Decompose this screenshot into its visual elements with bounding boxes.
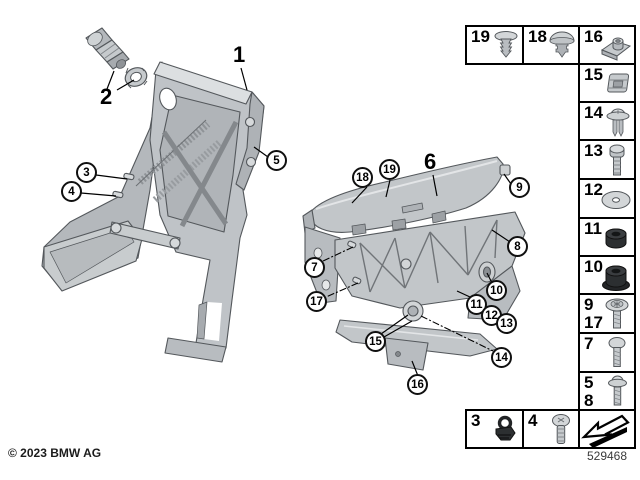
callout-18[interactable]: 18 [352,167,373,188]
pan-head-screw-icon [608,337,626,367]
part-number: 9 [584,295,594,314]
part-number: 11 [584,219,602,238]
callout-17[interactable]: 17 [306,291,327,312]
callout-number: 7 [311,261,318,274]
part-number: 12 [584,180,603,199]
callout-number: 11 [470,298,483,311]
part-number: 4 [528,411,538,430]
part-number: 18 [528,27,547,46]
right-bracket-illustration [302,156,526,371]
part-number: 13 [584,141,603,160]
flanged-grommet-icon [602,265,630,291]
legend-cell-18[interactable]: 18 [522,25,580,65]
left-bracket-illustration [41,61,265,363]
part-number: 3 [471,411,481,430]
callout-number: 9 [516,181,523,194]
part-number: 10 [584,257,603,276]
legend-cell-19[interactable]: 19 [465,25,524,65]
legend-cell-5-8[interactable]: 5 8 [578,371,636,411]
legend-cell-12[interactable]: 12 [578,178,636,219]
nut-ring-illustration [124,67,148,89]
callout-number: 5 [273,154,280,167]
callout-number: 12 [485,309,498,322]
washer-icon [601,191,631,209]
dome-rivet-icon [549,31,575,58]
callout-9[interactable]: 9 [509,177,530,198]
legend-cell-10[interactable]: 10 [578,255,636,295]
legend-cell-continuation[interactable] [578,409,636,449]
legend-cell-3[interactable]: 3 [465,409,524,449]
callout-number: 13 [500,317,513,330]
callout-14[interactable]: 14 [491,347,512,368]
document-number: 529468 [586,449,628,463]
legend-cell-16[interactable]: 16 [578,25,636,65]
callout-number: 15 [369,335,382,348]
part-number: 16 [584,27,603,46]
callout-number: 18 [356,171,369,184]
callout-15[interactable]: 15 [365,331,386,352]
legend-cell-4[interactable]: 4 [522,409,580,449]
part-number: 5 [584,373,594,392]
expansion-rivet-icon [606,108,630,137]
round-head-screw-icon [552,414,570,444]
cable-clip-icon [495,415,516,441]
callout-7[interactable]: 7 [304,257,325,278]
sensor-plug-illustration [85,27,130,70]
callout-number: 10 [490,284,503,297]
legend-cell-7[interactable]: 7 [578,332,636,373]
part-number: 17 [584,313,603,332]
continuation-arrow-icon [581,414,630,447]
hex-flange-bolt-icon [609,144,625,176]
callout-number: 3 [83,166,90,179]
legend-cell-13[interactable]: 13 [578,139,636,180]
legend-cell-11[interactable]: 11 [578,217,636,257]
leader-lines [80,67,512,377]
callout-number: 4 [68,185,75,198]
callout-13[interactable]: 13 [496,313,517,334]
rubber-grommet-icon [605,228,627,249]
legend-cell-15[interactable]: 15 [578,63,636,103]
axis-dash-lines [322,246,494,352]
legend-cell-9-17[interactable]: 9 17 [578,293,636,334]
part-number: 19 [471,27,490,46]
callout-number: 8 [514,240,521,253]
callout-number: 19 [383,163,396,176]
flange-screw-icon [608,375,627,406]
callout-19[interactable]: 19 [379,159,400,180]
copyright-text: © 2023 BMW AG [8,446,102,460]
callout-10[interactable]: 10 [486,280,507,301]
callout-16[interactable]: 16 [407,374,428,395]
cage-nut-icon [600,37,632,61]
callout-number: 16 [411,378,424,391]
label-part-1: 1 [233,42,246,67]
label-part-6: 6 [424,149,437,174]
part-number: 14 [584,103,603,122]
callout-number: 17 [310,295,323,308]
callout-5[interactable]: 5 [266,150,287,171]
callout-4[interactable]: 4 [61,181,82,202]
part-number: 8 [584,391,594,410]
callout-number: 14 [495,351,508,364]
label-part-2: 2 [100,84,113,109]
part-number: 7 [584,334,594,353]
fir-tree-clip-icon [494,31,518,58]
torx-flange-screw-icon [605,298,629,329]
callout-3[interactable]: 3 [76,162,97,183]
legend-cell-14[interactable]: 14 [578,101,636,141]
callout-8[interactable]: 8 [507,236,528,257]
part-number: 15 [584,65,603,84]
clip-nut-icon [607,73,630,93]
